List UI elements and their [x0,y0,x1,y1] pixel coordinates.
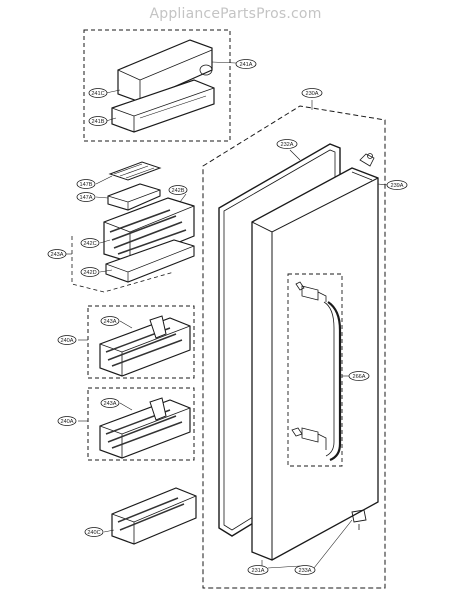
callout-240C-label: 240C [87,530,100,536]
bin-240C [103,487,197,545]
small-shelf-147 [95,161,162,211]
door-assembly-box [202,105,386,589]
top-hinge [359,153,375,167]
callout-241A [235,59,257,69]
callout-241C-label: 241C [91,91,104,97]
door-panel-face [251,167,379,561]
callout-147A [76,192,96,202]
callout-241A-label: 241A [239,62,252,68]
door-panel [251,153,389,569]
callout-240A-mid-label: 240A [60,419,73,425]
group-box-240-middle [87,387,195,461]
callout-241B-label: 241B [91,119,104,125]
callout-243A-left [47,249,67,259]
callout-242C-label: 242C [83,241,96,247]
callout-232A [276,139,298,149]
callout-239A [386,180,408,190]
shelf-147-grid [108,161,162,181]
bin-240-upper-divider [149,315,167,339]
handle-clip-top [301,285,319,301]
callout-242B [168,185,188,195]
group-box-241 [83,29,231,142]
callout-266A [348,371,370,381]
basket-242-tray [105,239,195,283]
callout-230A [301,88,323,98]
callout-242D [80,267,100,277]
bin-240-upper-body [99,317,191,377]
handle-clip-bottom [301,427,319,443]
watermark: AppliancePartsPros.com [149,6,322,22]
callout-243A-mid [100,398,120,408]
callout-241B [88,116,108,126]
callout-239A-label: 239A [390,183,403,189]
callout-147B-label: 147B [79,182,92,188]
basket-242-body [103,197,195,263]
group-box-240-upper [87,305,195,379]
callout-240A-top [57,335,77,345]
bin-241-group [83,29,237,142]
callout-231A-label: 231A [251,568,264,574]
callout-230A-label: 230A [305,91,318,97]
callout-240A-mid [57,416,77,426]
callout-242D-label: 242D [83,270,96,276]
door-assembly-outline [202,100,386,589]
bin-240-middle-group [78,387,195,461]
callout-233A [294,565,316,575]
handle-box [287,273,343,467]
callout-242B-label: 242B [171,188,184,194]
callout-241C [88,88,108,98]
bin-241-end-cap [199,64,213,76]
callout-243A-left-label: 243A [50,252,63,258]
basket-242-group [66,193,195,293]
callout-240C [84,527,104,537]
bin-240-upper-group [78,305,195,379]
callout-266A-label: 266A [352,374,365,380]
callout-240A-top-label: 240A [60,338,73,344]
callout-243A-top [100,316,120,326]
callout-242C [80,238,100,248]
bin-240-middle-divider [149,397,167,421]
callout-147B [76,179,96,189]
callout-243A-mid-label: 243A [103,401,116,407]
callout-147A-label: 147A [79,195,92,201]
shelf-147-tray [107,183,161,211]
handle-bar [327,301,342,462]
callout-243A-top-label: 243A [103,319,116,325]
callout-232A-label: 232A [280,142,293,148]
bottom-hinge [351,509,367,523]
callout-231A [247,565,269,575]
callout-233A-label: 233A [298,568,311,574]
bin-240-middle-body [99,399,191,459]
